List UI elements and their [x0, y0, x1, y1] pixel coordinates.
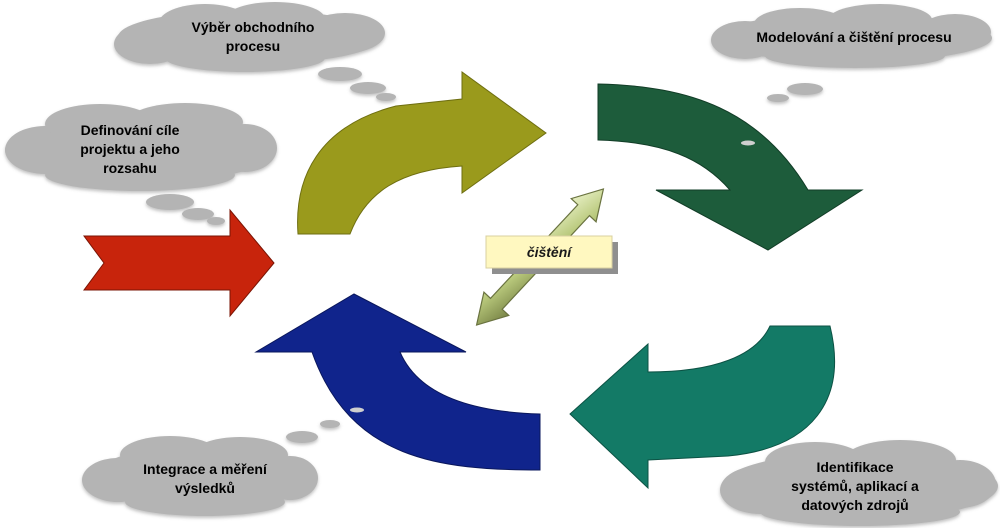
cloud-select-process — [114, 2, 396, 101]
step-label-modeling-cleaning: Modelování a čištění procesu — [730, 28, 978, 47]
entry-arrow — [83, 208, 275, 318]
center-label-box — [485, 235, 618, 274]
step-label-define-goals: Definování cíle projektu a jeho rozsahu — [62, 121, 198, 178]
text-line: Modelování a čištění procesu — [756, 29, 952, 45]
center-label: čištění — [526, 244, 572, 260]
text-line: rozsahu — [103, 160, 157, 176]
arrow-top-right — [597, 83, 864, 251]
text-line: Výběr obchodního — [191, 19, 315, 35]
step-label-integration-measurement: Integrace a měření výsledků — [130, 460, 280, 498]
text-line: procesu — [225, 38, 281, 54]
cloud-identify-systems — [720, 376, 998, 526]
text-line: Identifikace — [816, 459, 894, 475]
arrow-bottom-left — [254, 293, 541, 471]
arrow-highlight — [741, 140, 755, 146]
text-line: datových zdrojů — [801, 497, 909, 513]
text-line: projektu a jeho — [80, 141, 180, 157]
text-line: systémů, aplikací a — [791, 478, 919, 494]
cloud-define-goals — [5, 103, 277, 225]
step-label-select-process: Výběr obchodního procesu — [190, 18, 316, 56]
text-line: výsledků — [175, 480, 235, 496]
cloud-modeling-cleaning — [711, 4, 992, 102]
text-line: Definování cíle — [80, 122, 180, 138]
step-label-identify-systems: Identifikace systémů, aplikací a datovýc… — [770, 458, 940, 515]
text-line: Integrace a měření — [143, 461, 267, 477]
arrow-highlight — [350, 407, 364, 413]
arrow-bottom-right — [569, 325, 835, 490]
arrow-top-left — [297, 71, 547, 235]
cloud-integration-measurement — [82, 405, 363, 516]
